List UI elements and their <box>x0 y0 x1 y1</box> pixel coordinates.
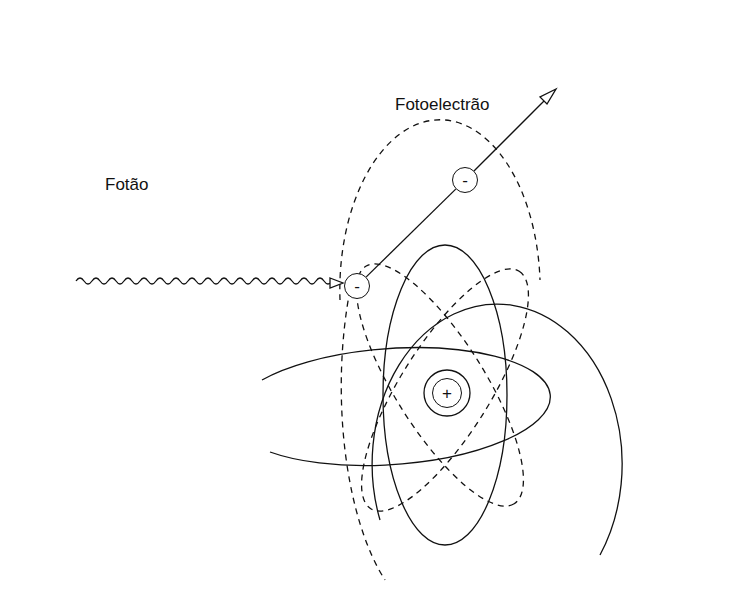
photon-wave <box>76 278 334 284</box>
charge-sign: - <box>354 278 360 295</box>
connector-line <box>366 189 455 277</box>
orbit <box>328 242 553 527</box>
nucleus-ring <box>424 370 470 416</box>
charge-sign: - <box>462 172 468 189</box>
trajectory-connector <box>366 189 455 277</box>
photon-label: Fotão <box>103 175 150 195</box>
orbit <box>340 120 540 300</box>
orbit <box>383 245 507 545</box>
photoelectron-circle: - <box>452 167 478 193</box>
photoelectron-label: Fotoelectrão <box>393 95 492 115</box>
charge-sign: + <box>442 385 452 402</box>
photon-arrowhead <box>330 278 343 288</box>
nucleus-circle: + <box>432 378 462 408</box>
electron-circle: - <box>344 273 370 299</box>
trajectory-arrowhead <box>540 89 556 104</box>
orbit <box>341 290 385 580</box>
orbit <box>333 247 558 532</box>
